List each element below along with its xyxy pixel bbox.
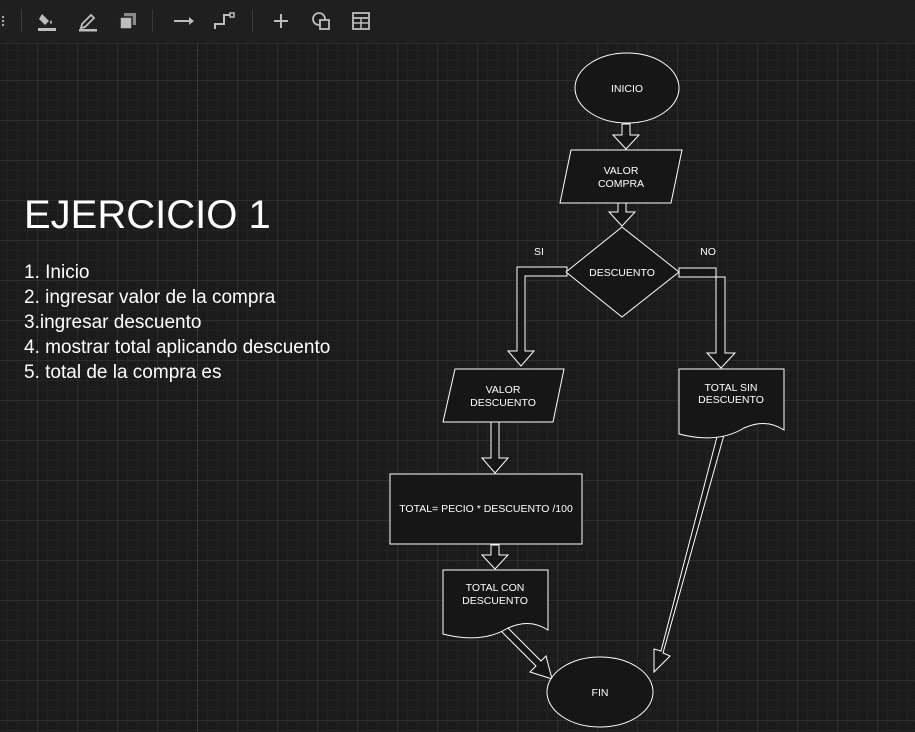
fin-label: FIN: [592, 687, 609, 699]
connector-straight-icon[interactable]: [171, 8, 197, 34]
formula-label: TOTAL= PECIO * DESCUENTO /100: [399, 503, 573, 515]
start-terminal-inicio[interactable]: [574, 52, 680, 124]
input-valor-descuento[interactable]: [442, 368, 565, 423]
step-item: 2. ingresar valor de la compra: [24, 287, 276, 308]
toolbar: [0, 0, 915, 44]
arrow-valor-compra-to-descuento[interactable]: [607, 202, 637, 227]
no-branch-label: NO: [700, 246, 716, 258]
total-con-descuento-label-line1: TOTAL CON: [466, 582, 525, 594]
output-total-con-descuento[interactable]: [442, 569, 549, 639]
valor-compra-label-line1: VALOR: [604, 165, 639, 177]
step-item: 3.ingresar descuento: [24, 312, 202, 333]
arrow-valor-descuento-to-formula[interactable]: [480, 421, 510, 474]
valor-compra-label-line2: COMPRA: [598, 178, 644, 190]
exercise-title[interactable]: EJERCICIO 1: [24, 193, 271, 237]
step-item: 1. Inicio: [24, 262, 90, 283]
total-sin-descuento-label-line2: DESCUENTO: [698, 394, 764, 406]
exercise-steps[interactable]: 1. Inicio 2. ingresar valor de la compra…: [24, 260, 330, 385]
si-branch-label: SI: [534, 246, 544, 258]
process-formula[interactable]: [389, 473, 583, 545]
arrow-descuento-si-branch[interactable]: [506, 266, 568, 367]
arrow-total-sin-to-fin[interactable]: [653, 432, 725, 674]
inicio-label: INICIO: [611, 83, 643, 95]
toolbar-edge-icon[interactable]: [0, 8, 10, 34]
fill-color-icon[interactable]: [34, 8, 60, 34]
valor-descuento-label-line1: VALOR: [486, 384, 521, 396]
shapes-icon[interactable]: [308, 8, 334, 34]
connector-waypoint-icon[interactable]: [211, 8, 237, 34]
arrow-inicio-to-valor-compra[interactable]: [611, 123, 641, 150]
toolbar-separator: [252, 10, 253, 32]
arrow-descuento-no-branch[interactable]: [678, 267, 737, 369]
table-icon[interactable]: [348, 8, 374, 34]
output-total-sin-descuento[interactable]: [678, 368, 785, 439]
toolbar-separator: [21, 10, 22, 32]
valor-descuento-label-line2: DESCUENTO: [470, 397, 536, 409]
step-item: 5. total de la compra es: [24, 362, 222, 383]
arrow-formula-to-total-con[interactable]: [480, 544, 510, 570]
total-con-descuento-label-line2: DESCUENTO: [462, 595, 528, 607]
shadow-icon[interactable]: [115, 8, 141, 34]
insert-plus-icon[interactable]: [268, 8, 294, 34]
decision-descuento[interactable]: [565, 226, 680, 318]
end-terminal-fin[interactable]: [546, 656, 654, 728]
page-break-guide: [197, 44, 198, 732]
line-color-icon[interactable]: [75, 8, 101, 34]
descuento-label: DESCUENTO: [589, 267, 655, 279]
total-sin-descuento-label-line1: TOTAL SIN: [705, 382, 758, 394]
toolbar-separator: [152, 10, 153, 32]
step-item: 4. mostrar total aplicando descuento: [24, 337, 331, 358]
input-valor-compra[interactable]: [559, 149, 683, 204]
